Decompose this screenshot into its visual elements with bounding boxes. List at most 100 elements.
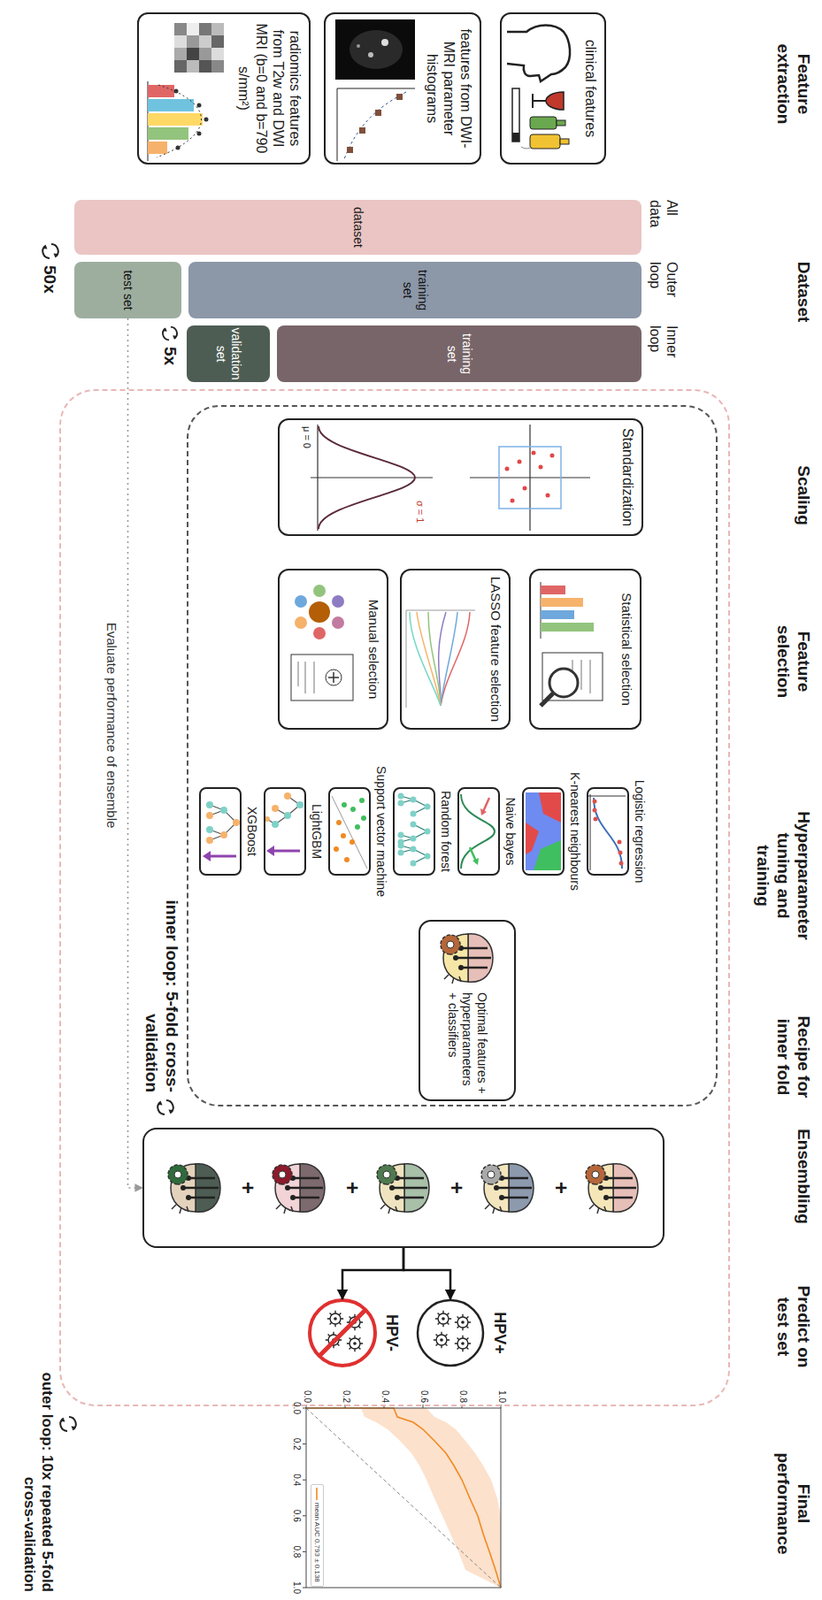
- classifier-box: K-nearest neighbours: [522, 787, 565, 876]
- plus-sign: +: [338, 1128, 365, 1249]
- column-heading: Hyperparameter tuning and training: [752, 805, 814, 947]
- dwi-icon: [368, 52, 374, 58]
- radiomics-icon: [211, 60, 224, 73]
- dwi-icon: [349, 30, 403, 70]
- edge-label: Evaluate performance of ensemble: [103, 566, 120, 885]
- recipe-box: Optimal features + hyperparameters + cla…: [418, 920, 516, 1102]
- classifier-box: LightGBM: [263, 787, 307, 876]
- classifier-icon: [480, 808, 487, 816]
- method-box: LASSO feature selection: [399, 568, 511, 730]
- radiomics-icon: [211, 35, 224, 48]
- classifier-icon: [410, 797, 417, 804]
- classifier-icon: [232, 819, 240, 827]
- clinical-icon: [507, 25, 570, 83]
- clinical-icon: [545, 92, 564, 110]
- classifier-icon: [349, 839, 355, 846]
- axis-tick: 0.6: [291, 1503, 302, 1530]
- clinical-icon: [560, 138, 569, 145]
- classifier-icon: [202, 851, 211, 862]
- statistics-icon: [549, 668, 578, 698]
- manual-icon: [294, 595, 308, 608]
- classifier-icon: [359, 798, 365, 804]
- classifier-label: Naive bayes: [502, 752, 518, 912]
- dwi-icon: [346, 146, 354, 154]
- classifier-icon: [617, 840, 623, 846]
- bar-text: dataset: [350, 207, 366, 248]
- outcome-label: HPV+: [489, 1289, 509, 1378]
- dwi-icon: [375, 109, 382, 116]
- row-label: Outer loop: [646, 261, 681, 307]
- manual-icon: [294, 616, 308, 630]
- flow-arrow: [128, 318, 144, 1189]
- column-heading: Dataset: [792, 247, 814, 337]
- classifier-icon: [424, 853, 431, 861]
- virus-icon: [319, 1310, 366, 1357]
- classifier-box: Naive bayes: [457, 787, 500, 876]
- scaling-plot: [510, 499, 515, 504]
- flow-arrow: [403, 1248, 451, 1300]
- classifier-icon: [410, 811, 417, 818]
- classifier-icon: [284, 792, 292, 800]
- classifier-label: Random forest: [437, 752, 454, 912]
- repeat-icon: [42, 244, 59, 259]
- classifier-icon: [206, 837, 214, 845]
- radiomics-icon: [174, 47, 187, 61]
- lasso-plot: [406, 610, 476, 708]
- radiomics-icon: [147, 141, 168, 154]
- radiomics-icon: [186, 35, 200, 48]
- classifier-icon: [296, 801, 304, 809]
- brain-icon: [585, 1164, 638, 1214]
- manual-icon: [331, 616, 345, 630]
- classifier-icon: [410, 860, 417, 868]
- manual-icon: [325, 669, 342, 686]
- scaling-plot: [522, 486, 528, 492]
- feature-box: radiomics features from T2w and DWI MRI …: [137, 12, 311, 165]
- classifier-icon: [410, 822, 417, 829]
- dwi-icon: [335, 19, 415, 162]
- virus-icon: [435, 1311, 452, 1328]
- radiomics-icon: [176, 145, 181, 151]
- radiomics-icon: [147, 99, 194, 112]
- repeat-count: 5x: [159, 346, 180, 383]
- plus-sign: +: [443, 1128, 469, 1249]
- data-bar: test set: [74, 261, 182, 319]
- classifier-icon: [331, 796, 368, 869]
- scaling-plot: [310, 424, 591, 531]
- classifier-icon: [424, 829, 431, 836]
- repeat-count: 50x: [38, 265, 60, 310]
- radiomics-icon: [147, 23, 224, 162]
- classifier-icon: [472, 858, 479, 866]
- node-text: Optimal features + hyperparameters + cla…: [445, 992, 490, 1095]
- dwi-icon: [396, 93, 403, 100]
- classifier-icon: [209, 855, 237, 859]
- radiomics-icon: [197, 131, 202, 137]
- radiomics-icon: [211, 23, 224, 36]
- radiomics-icon: [199, 35, 212, 48]
- classifier-icon: [398, 843, 405, 850]
- classifier-icon: [538, 792, 561, 823]
- method-box: Standardization: [277, 418, 644, 537]
- node-text: Manual selection: [365, 576, 382, 723]
- radiomics-icon: [204, 117, 209, 123]
- node-text: radiomics features from T2w and DWI MRI …: [235, 19, 304, 158]
- node-text: LASSO feature selection: [487, 576, 504, 723]
- clinical-icon: [521, 146, 532, 149]
- classifier-label: XGBoost: [244, 752, 260, 912]
- radiomics-icon: [199, 47, 212, 61]
- manual-icon: [298, 661, 315, 694]
- statistics-icon: [540, 585, 566, 595]
- dwi-icon: [356, 44, 361, 48]
- legend-line: [316, 1488, 319, 1501]
- method-box: Statistical selection: [529, 568, 642, 730]
- column-heading: Scaling: [792, 451, 814, 540]
- column-heading: Ensembling: [792, 1123, 814, 1230]
- classifier-icon: [398, 800, 405, 807]
- classifier-icon: [398, 832, 405, 839]
- brain-icon: [272, 1164, 325, 1214]
- classifier-icon: [266, 845, 275, 857]
- virus-icon: [327, 1311, 344, 1328]
- column-heading: Predict on test set: [772, 1274, 814, 1381]
- radiomics-icon: [174, 35, 187, 48]
- manual-icon: [291, 654, 354, 701]
- axis-tick: 0.4: [379, 1375, 391, 1404]
